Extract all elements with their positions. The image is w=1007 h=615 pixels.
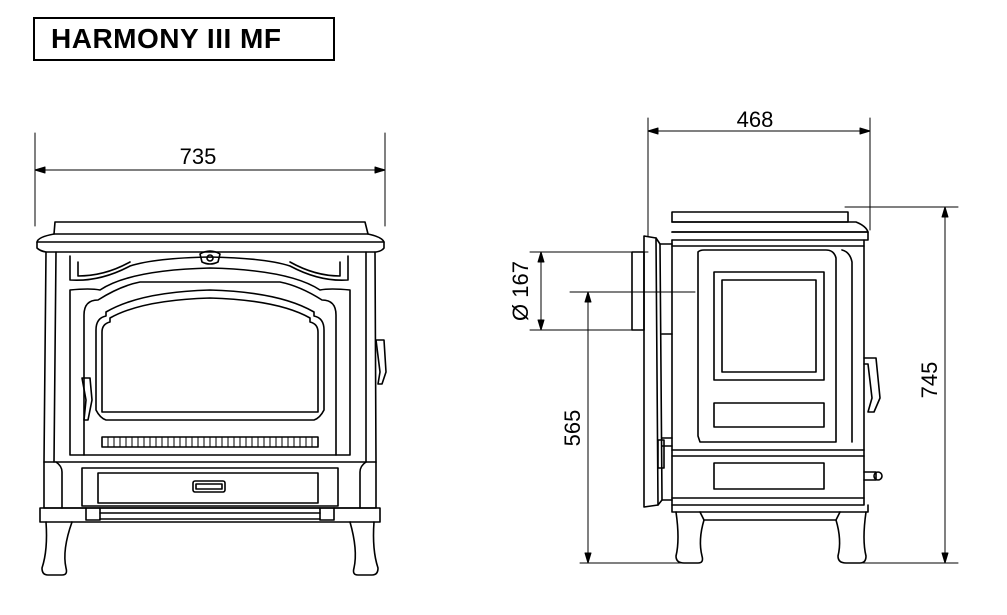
side-legs <box>671 504 869 564</box>
dimension-depth <box>647 117 871 237</box>
dimension-width-label: 735 <box>180 144 217 169</box>
dimension-flue-diameter <box>529 251 649 331</box>
door-handle-icon <box>81 250 221 421</box>
model-title-box: HARMONY III MF <box>33 17 335 61</box>
model-title: HARMONY III MF <box>51 23 282 54</box>
dimension-depth-label: 468 <box>737 107 774 132</box>
side-top-plate <box>671 211 869 241</box>
dimension-flue-height <box>569 291 696 564</box>
front-body <box>43 251 377 463</box>
front-view: 735 <box>34 132 387 576</box>
front-top-plate <box>36 221 385 253</box>
dimension-flue-height-label: 565 <box>560 410 585 447</box>
side-view: 468 745 Ø 167 565 <box>508 107 959 564</box>
side-body <box>671 239 883 506</box>
dimension-total-height <box>844 206 959 564</box>
front-legs <box>41 521 379 576</box>
dimension-total-height-label: 745 <box>917 362 942 399</box>
side-handle-icon <box>375 339 387 385</box>
dimension-width <box>34 132 386 227</box>
flue-collar <box>631 235 673 508</box>
front-ash-section <box>39 461 381 523</box>
dimension-flue-diameter-label: Ø 167 <box>508 261 533 321</box>
